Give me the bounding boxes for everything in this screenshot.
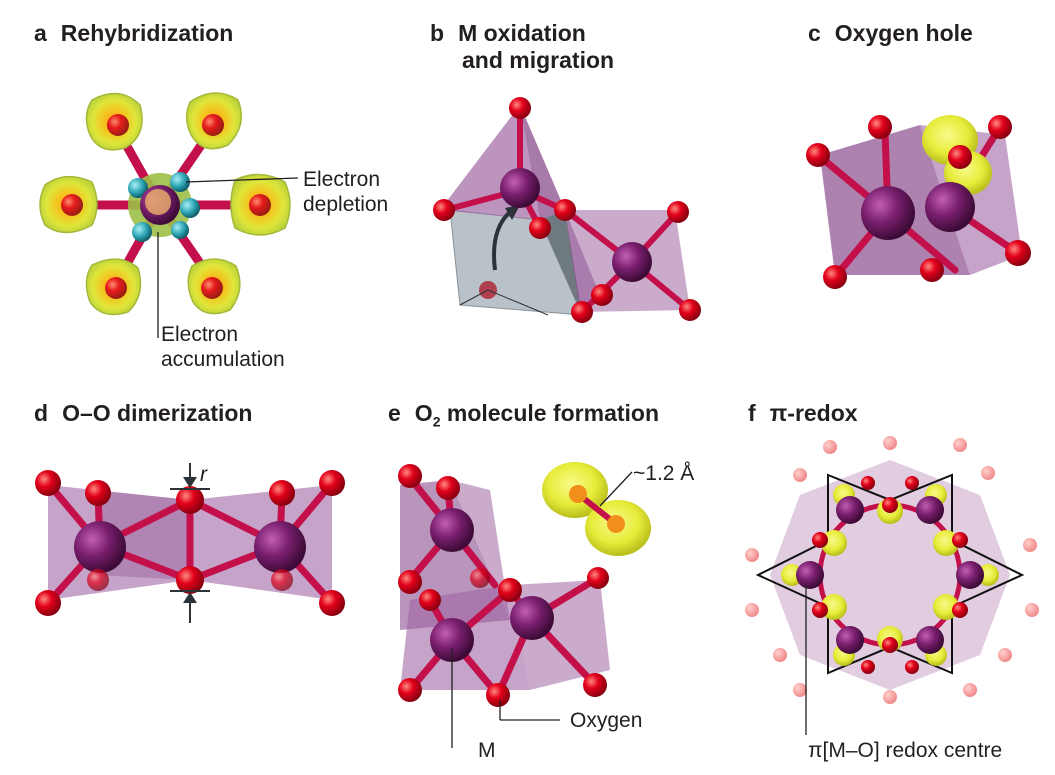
title-rest: molecule formation [446, 400, 660, 426]
label-line: Electron [161, 323, 239, 346]
panel-f-title: f π-redox [748, 400, 858, 427]
panel-c-title: c Oxygen hole [808, 20, 973, 47]
metal-atom [861, 186, 915, 240]
panel-c-letter: c [808, 20, 821, 46]
distance-r-label: r [200, 463, 207, 486]
bond-length-leader [599, 471, 633, 507]
panel-b-letter: b [430, 20, 445, 46]
pi-redox-ring-diagram [745, 436, 1039, 735]
oxygen-atoms [398, 464, 609, 707]
panel-a-title: a Rehybridization [34, 20, 233, 47]
dimer-oxygen [176, 486, 204, 514]
redox-centre-outline [755, 473, 1025, 675]
metal-atom [254, 521, 306, 573]
distance-indicator [170, 463, 210, 623]
panel-b-title-line2: and migration [462, 47, 615, 73]
label-line: Electron [303, 168, 381, 191]
label-line: depletion [303, 193, 389, 216]
metal-atom [430, 508, 474, 552]
depletion-leader [185, 177, 299, 183]
panel-d-letter: d [34, 400, 49, 426]
panel-f-letter: f [748, 400, 756, 426]
electron-accumulation-label: Electron accumulation [161, 322, 285, 372]
arrow-up-icon [183, 592, 197, 603]
oxygen-label: Oxygen [570, 709, 643, 732]
migration-diagram [433, 97, 701, 323]
panel-d-title: d O–O dimerization [34, 400, 253, 427]
panel-c-title-text: Oxygen hole [834, 20, 973, 46]
dimer-oxygen [176, 566, 204, 594]
ring-oxygen-atoms [812, 476, 968, 674]
dimerization-diagram [35, 463, 345, 623]
panel-e-letter: e [388, 400, 401, 426]
rehybridization-diagram [39, 92, 299, 338]
panel-a-title-text: Rehybridization [60, 20, 234, 46]
central-metal-site [128, 172, 200, 242]
panel-d-title-text: O–O dimerization [62, 400, 253, 426]
metal-atom [500, 168, 540, 208]
oxygen-hole-diagram [806, 115, 1031, 289]
panel-a-letter: a [34, 20, 47, 46]
metal-label: M [478, 739, 496, 762]
migration-arrow-icon [505, 205, 520, 220]
oxygen-atoms [35, 470, 345, 616]
panel-b-title-line1: M oxidation [458, 20, 586, 46]
panel-b-title: b M oxidation and migration [430, 20, 614, 74]
panel-f-title-text: π-redox [769, 400, 858, 426]
title-subscript: 2 [432, 413, 441, 430]
oxygen-hole-atom [948, 145, 972, 169]
oxygen-atoms [61, 114, 271, 299]
redox-centre-label: π[M–O] redox centre [808, 739, 1003, 762]
background-oxygen-lattice [745, 436, 1039, 704]
o2-molecule [542, 462, 651, 556]
metal-atom [510, 596, 554, 640]
oxygen-atoms [806, 115, 1031, 289]
arrow-down-icon [183, 477, 197, 488]
title-o: O [414, 400, 433, 426]
label-line: accumulation [161, 348, 285, 371]
metal-atom [430, 618, 474, 662]
electron-depletion-label: Electron depletion [303, 167, 388, 217]
oxygen-atoms [433, 97, 701, 323]
metal-atom [74, 521, 126, 573]
metal-atom [925, 182, 975, 232]
ring-metal-atoms [796, 496, 984, 654]
o2-formation-diagram [398, 462, 651, 748]
bond-length-label: ~1.2 Å [633, 462, 695, 485]
metal-atom [612, 242, 652, 282]
